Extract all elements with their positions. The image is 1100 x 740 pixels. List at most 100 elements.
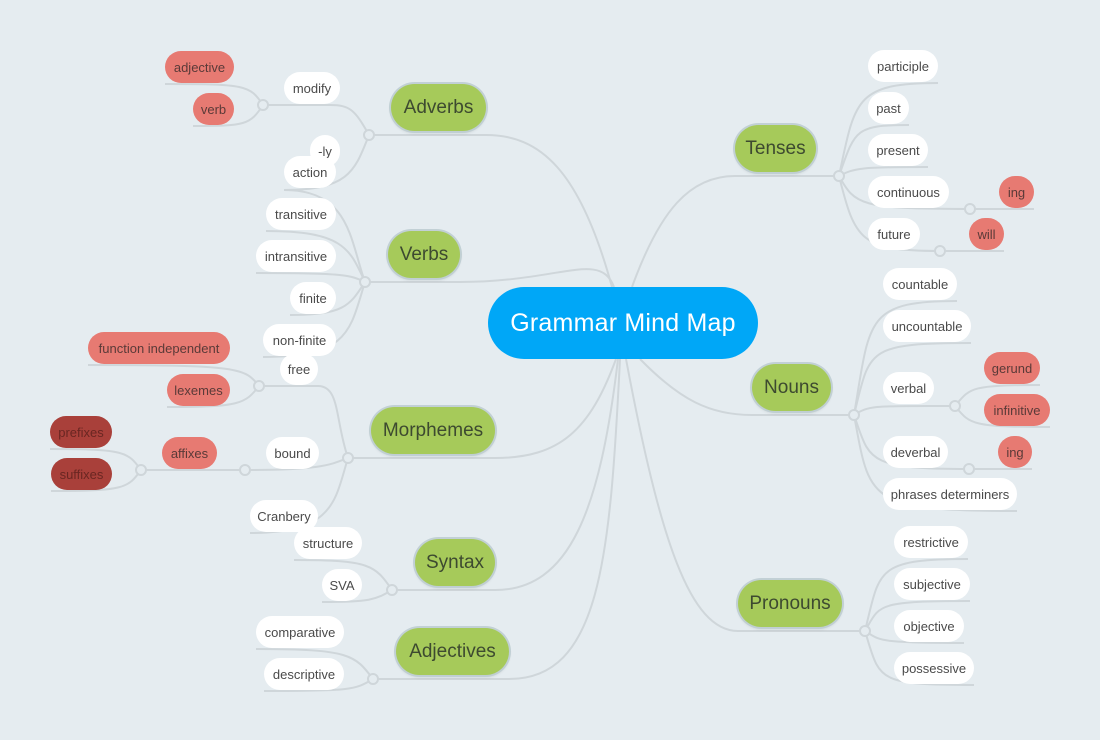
connector-line	[263, 104, 370, 136]
subtopic-countable[interactable]: countable	[883, 268, 957, 300]
subtopic-objective[interactable]: objective	[894, 610, 964, 642]
subtopic-past[interactable]: past	[868, 92, 909, 124]
subtopic-label: comparative	[264, 624, 336, 640]
main-topic-pronouns[interactable]: Pronouns	[738, 580, 842, 627]
main-topic-morphemes[interactable]: Morphemes	[371, 407, 495, 454]
subtopic-sva[interactable]: SVA	[322, 569, 362, 601]
subtopic-comparative[interactable]: comparative	[256, 616, 344, 648]
subtopic-verbal[interactable]: verbal	[883, 372, 934, 404]
collapse-toggle-affixes-j[interactable]	[135, 464, 147, 476]
collapse-toggle-syntax-j[interactable]	[386, 584, 398, 596]
subtopic-restrictive[interactable]: restrictive	[894, 526, 968, 558]
collapse-toggle-future-j[interactable]	[934, 245, 946, 257]
main-topic-adverbs[interactable]: Adverbs	[391, 84, 486, 131]
subtopic-label: structure	[302, 535, 354, 551]
leaf-topic-label: gerund	[991, 360, 1033, 376]
subtopic-subjective[interactable]: subjective	[894, 568, 970, 600]
collapse-toggle-pronouns-j[interactable]	[859, 625, 871, 637]
subtopic-label: action	[292, 164, 328, 180]
connector-line	[838, 166, 929, 177]
main-topic-tenses[interactable]: Tenses	[735, 125, 816, 172]
leaf-topic-label: ing	[1007, 184, 1026, 200]
subtopic-label: SVA	[329, 577, 355, 593]
collapse-toggle-free-j[interactable]	[253, 380, 265, 392]
main-topic-adjectives[interactable]: Adjectives	[396, 628, 509, 675]
main-topic-nouns[interactable]: Nouns	[752, 364, 831, 411]
subtopic-label: descriptive	[272, 666, 336, 682]
subtopic-future[interactable]: future	[868, 218, 920, 250]
subtopic-label: future	[877, 226, 911, 242]
subtopic-label: phrases determiners	[890, 486, 1010, 502]
subtopic-label: objective	[903, 618, 955, 634]
leaf-topic-adjective[interactable]: adjective	[165, 51, 234, 83]
subtopic-label: uncountable	[891, 318, 963, 334]
subtopic-label: countable	[891, 276, 949, 292]
subtopic-label: deverbal	[890, 444, 941, 460]
leaf-topic-ing-noun[interactable]: ing	[998, 436, 1032, 468]
root-topic[interactable]: Grammar Mind Map	[488, 287, 758, 359]
subtopic-label: Cranbery	[257, 508, 311, 524]
subtopic-label: subjective	[903, 576, 961, 592]
leaf-topic-prefixes[interactable]: prefixes	[50, 416, 112, 448]
subtopic-free[interactable]: free	[280, 353, 318, 385]
leaf-topic-verb[interactable]: verb	[193, 93, 234, 125]
collapse-toggle-tenses-j[interactable]	[833, 170, 845, 182]
main-topic-label: Adverbs	[403, 96, 474, 118]
collapse-toggle-verbs-j[interactable]	[359, 276, 371, 288]
leaf-topic-affixes[interactable]: affixes	[162, 437, 217, 469]
subtopic-label: transitive	[274, 206, 328, 222]
collapse-toggle-verbal-j[interactable]	[949, 400, 961, 412]
subtopic-cranbery[interactable]: Cranbery	[250, 500, 318, 532]
subtopic-label: -ly	[318, 143, 332, 159]
subtopic-phrases-determiners[interactable]: phrases determiners	[883, 478, 1017, 510]
leaf-topic-label: suffixes	[59, 466, 104, 482]
subtopic-modify[interactable]: modify	[284, 72, 340, 104]
leaf-topic-function-independent[interactable]: function independent	[88, 332, 230, 364]
subtopic-label: restrictive	[903, 534, 959, 550]
main-topic-syntax[interactable]: Syntax	[415, 539, 495, 586]
subtopic-possessive[interactable]: possessive	[894, 652, 974, 684]
subtopic-participle[interactable]: participle	[868, 50, 938, 82]
collapse-toggle-continuous-j[interactable]	[964, 203, 976, 215]
main-topic-label: Nouns	[764, 376, 819, 398]
collapse-toggle-deverbal-j[interactable]	[963, 463, 975, 475]
leaf-topic-label: infinitive	[993, 402, 1041, 418]
subtopic-deverbal[interactable]: deverbal	[883, 436, 948, 468]
collapse-toggle-adjectives-j[interactable]	[367, 673, 379, 685]
leaf-topic-will[interactable]: will	[969, 218, 1004, 250]
collapse-toggle-adverbs-j[interactable]	[363, 129, 375, 141]
subtopic-uncountable[interactable]: uncountable	[883, 310, 971, 342]
subtopic-intransitive[interactable]: intransitive	[256, 240, 336, 272]
leaf-topic-label: function independent	[98, 340, 220, 356]
collapse-toggle-bound-j[interactable]	[239, 464, 251, 476]
subtopic-present[interactable]: present	[868, 134, 928, 166]
main-topic-label: Pronouns	[749, 592, 831, 614]
subtopic-finite[interactable]: finite	[290, 282, 336, 314]
leaf-topic-ing-tense[interactable]: ing	[999, 176, 1034, 208]
main-topic-label: Syntax	[425, 551, 485, 573]
collapse-toggle-modify-j[interactable]	[257, 99, 269, 111]
subtopic-descriptive[interactable]: descriptive	[264, 658, 344, 690]
leaf-topic-suffixes[interactable]: suffixes	[51, 458, 112, 490]
leaf-topic-gerund[interactable]: gerund	[984, 352, 1040, 384]
subtopic-label: modify	[292, 80, 332, 96]
collapse-toggle-morphemes-j[interactable]	[342, 452, 354, 464]
connector-line	[255, 272, 366, 283]
subtopic-transitive[interactable]: transitive	[266, 198, 336, 230]
main-topic-verbs[interactable]: Verbs	[388, 231, 460, 278]
subtopic-label: possessive	[901, 660, 967, 676]
subtopic-structure[interactable]: structure	[294, 527, 362, 559]
subtopic-bound[interactable]: bound	[266, 437, 319, 469]
leaf-topic-infinitive[interactable]: infinitive	[984, 394, 1050, 426]
connector-line	[631, 175, 839, 288]
subtopic-label: present	[876, 142, 920, 158]
collapse-toggle-nouns-j[interactable]	[848, 409, 860, 421]
leaf-topic-label: will	[977, 226, 996, 242]
leaf-topic-label: prefixes	[58, 424, 104, 440]
subtopic-action[interactable]: action	[284, 156, 336, 188]
main-topic-label: Verbs	[399, 243, 449, 265]
subtopic-non-finite[interactable]: non-finite	[263, 324, 336, 356]
subtopic-continuous[interactable]: continuous	[868, 176, 949, 208]
leaf-topic-lexemes[interactable]: lexemes	[167, 374, 230, 406]
